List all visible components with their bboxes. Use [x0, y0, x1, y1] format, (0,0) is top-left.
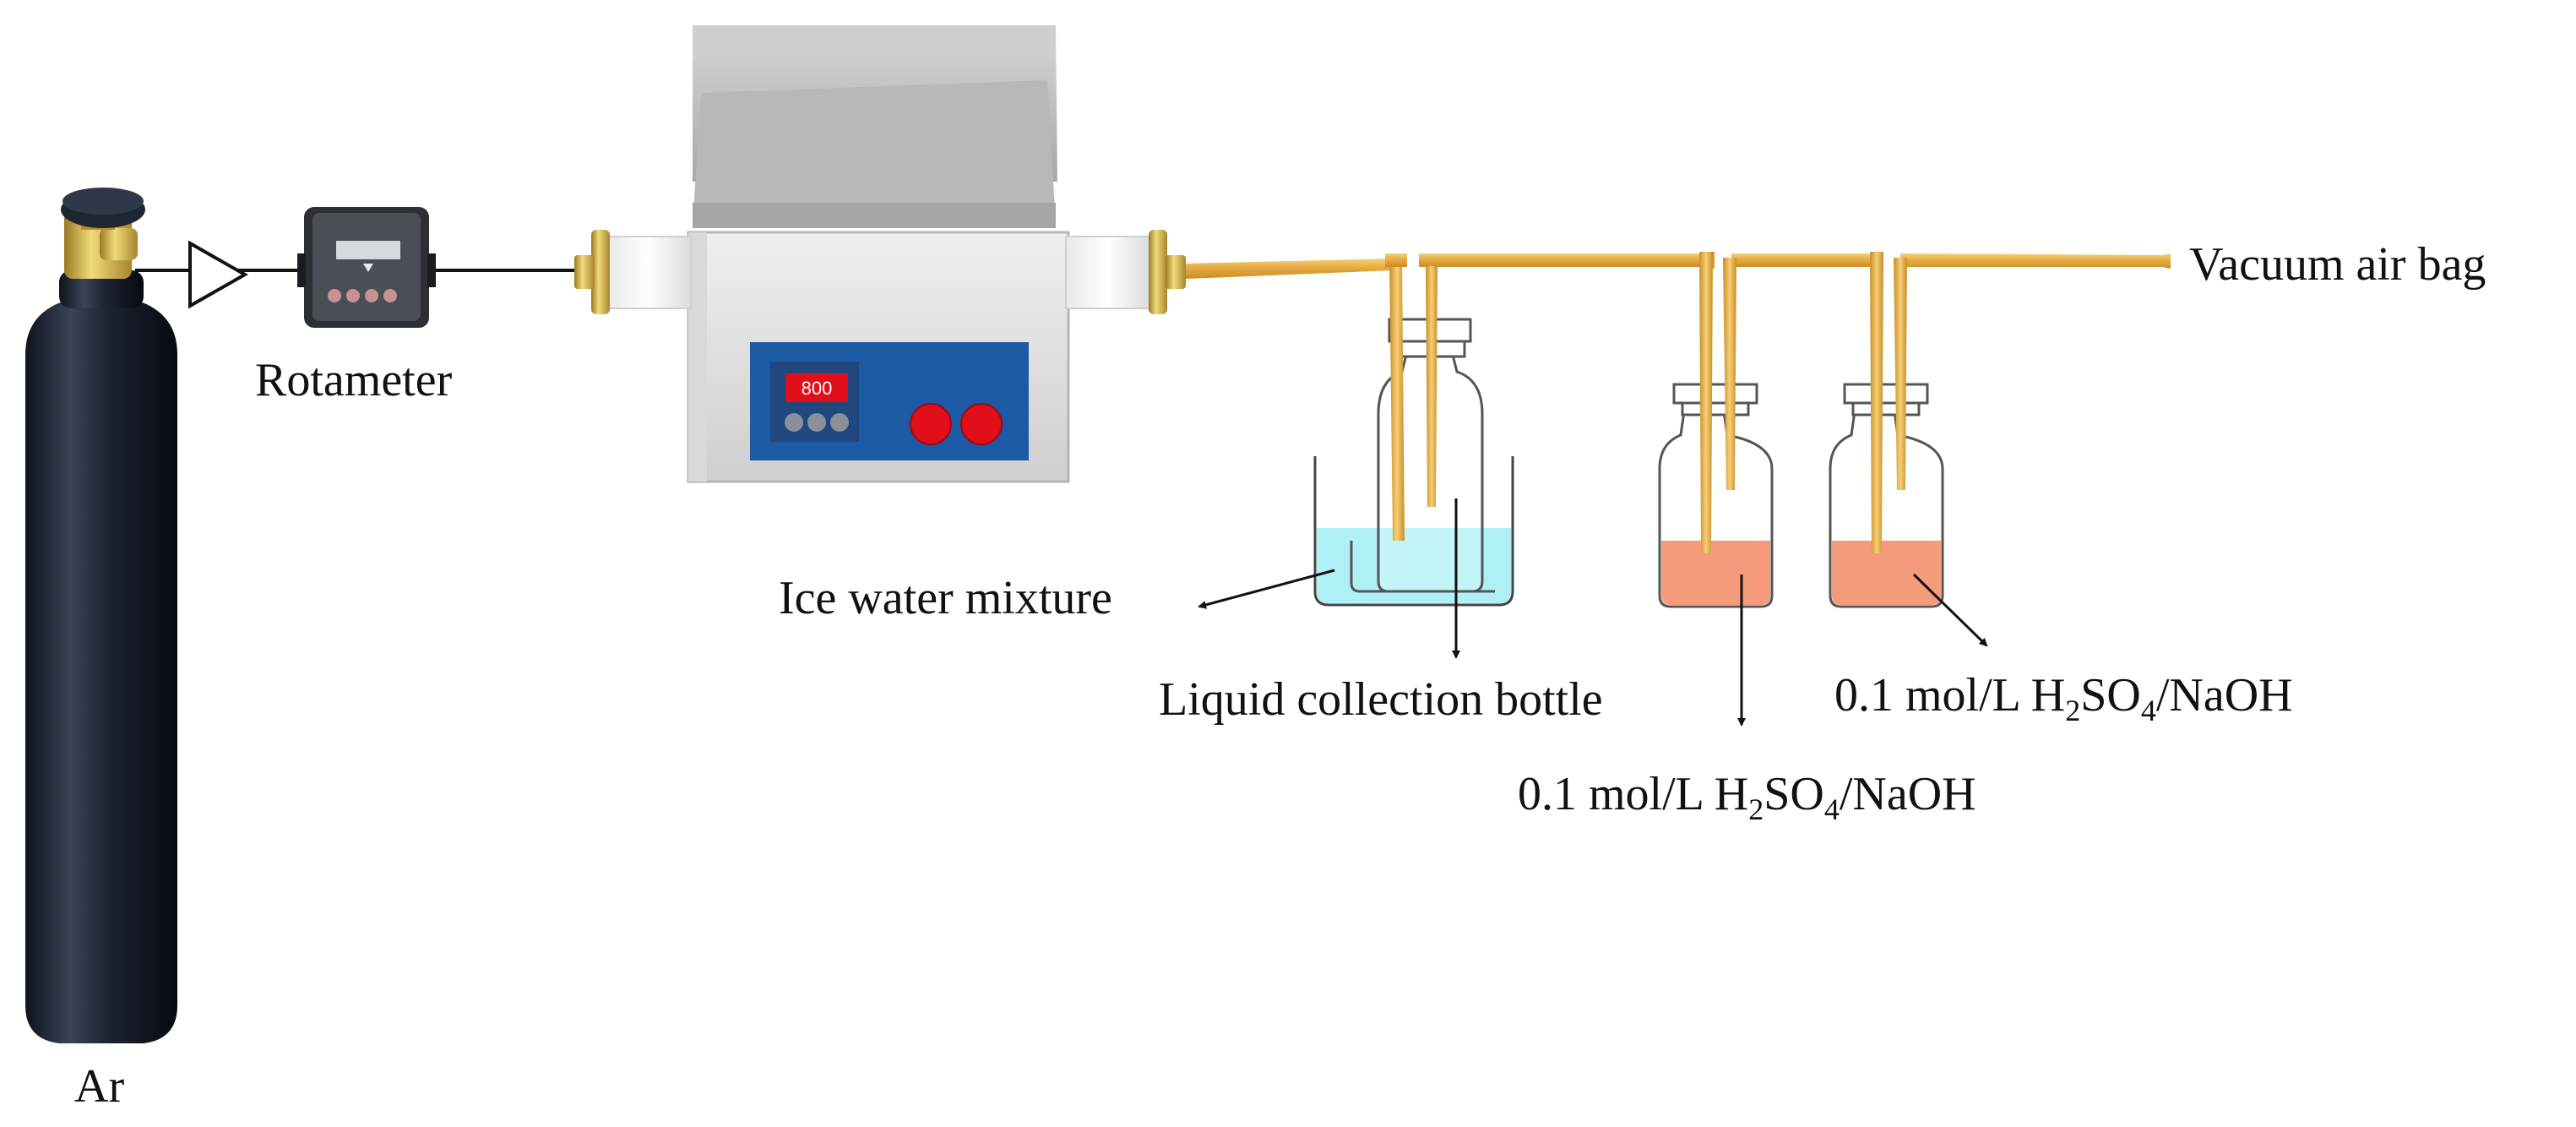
- arrow-ice-water: [1198, 569, 1335, 609]
- cylinder-body: [25, 300, 177, 1043]
- temperature-readout: 800: [802, 378, 833, 399]
- flow-direction-arrow-icon: [188, 240, 249, 309]
- panel-button: [807, 413, 826, 432]
- label-liquid-collection-bottle: Liquid collection bottle: [1159, 673, 1603, 726]
- tube-furnace: [574, 25, 1186, 483]
- annotation-arrows: [1198, 498, 1988, 727]
- red-knob: [960, 403, 1003, 445]
- label-ice-water-mixture: Ice water mixture: [779, 572, 1112, 624]
- valve-outlet: [100, 228, 138, 260]
- rotameter-device: [297, 207, 436, 328]
- absorption-bottle-1: [1658, 252, 1774, 608]
- label-absorbent-solution-2: 0.1 mol/L H2SO4/NaOH: [1834, 669, 2293, 727]
- argon-cylinder: [25, 188, 177, 1043]
- label-absorbent-solution-1: 0.1 mol/L H2SO4/NaOH: [1518, 768, 1976, 826]
- label-vacuum-air-bag: Vacuum air bag: [2189, 238, 2486, 291]
- temperature-display: [785, 373, 848, 402]
- red-knob: [910, 403, 952, 445]
- label-ar: Ar: [74, 1060, 125, 1113]
- ice-bath: [1313, 456, 1514, 607]
- cylinder-neck: [59, 270, 144, 308]
- gas-outlet-tubing: [1186, 252, 2171, 279]
- label-rotameter: Rotameter: [255, 354, 453, 406]
- arrow-absorbent-2: [1912, 573, 1988, 647]
- panel-button: [785, 413, 803, 432]
- panel-button: [830, 413, 849, 432]
- absorption-bottle-2: [1829, 252, 1944, 608]
